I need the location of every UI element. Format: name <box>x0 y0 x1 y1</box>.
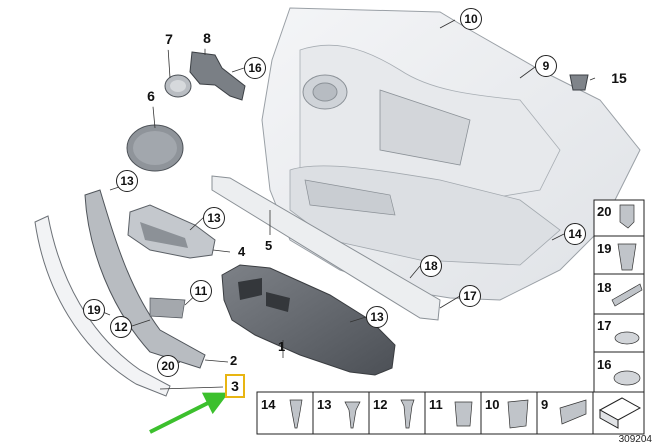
callout-18: 18 <box>420 255 442 277</box>
side-panel-18: 18 <box>597 280 612 295</box>
bottom-panel-9: 9 <box>541 397 549 412</box>
callout-6: 6 <box>140 85 162 107</box>
callout-8: 8 <box>196 27 218 49</box>
inner-handle <box>127 204 216 259</box>
callout-16: 16 <box>244 57 266 79</box>
callout-12: 12 <box>110 316 132 338</box>
pointer-arrow <box>149 392 229 434</box>
callout-7: 7 <box>158 28 180 50</box>
label-1: 1 <box>278 339 286 354</box>
selected-part-3[interactable]: 3 <box>225 374 245 398</box>
outer-trim <box>34 215 171 397</box>
mount-bracket <box>189 51 246 101</box>
callout-13-handle: 13 <box>203 207 225 229</box>
bottom-panel-10: 10 <box>485 397 500 412</box>
side-panel-16: 16 <box>597 357 612 372</box>
label-5: 5 <box>265 238 273 253</box>
callout-19: 19 <box>83 299 105 321</box>
callout-11: 11 <box>190 280 212 302</box>
side-parts-panel <box>593 199 645 393</box>
label-4: 4 <box>238 244 246 259</box>
trim-strip <box>211 175 441 321</box>
side-panel-19: 19 <box>597 241 612 256</box>
callout-17: 17 <box>459 285 481 307</box>
bottom-panel-11: 11 <box>429 397 443 412</box>
callout-15: 15 <box>606 67 632 89</box>
curved-trim <box>84 189 206 369</box>
bottom-panel-14: 14 <box>261 397 276 412</box>
armrest <box>221 264 396 376</box>
callout-14: 14 <box>564 223 586 245</box>
side-panel-17: 17 <box>597 318 612 333</box>
callout-13-upper: 13 <box>116 170 138 192</box>
diagram-id: 309204 <box>618 434 652 445</box>
bottom-panel-12: 12 <box>373 397 388 412</box>
clip <box>569 74 589 91</box>
callout-9: 9 <box>535 55 557 77</box>
side-panel-20: 20 <box>597 204 612 219</box>
callout-10: 10 <box>460 8 482 30</box>
callout-13-armrest: 13 <box>366 306 388 328</box>
bottom-panel-13: 13 <box>317 397 332 412</box>
label-2: 2 <box>230 353 238 368</box>
callout-20: 20 <box>157 355 179 377</box>
